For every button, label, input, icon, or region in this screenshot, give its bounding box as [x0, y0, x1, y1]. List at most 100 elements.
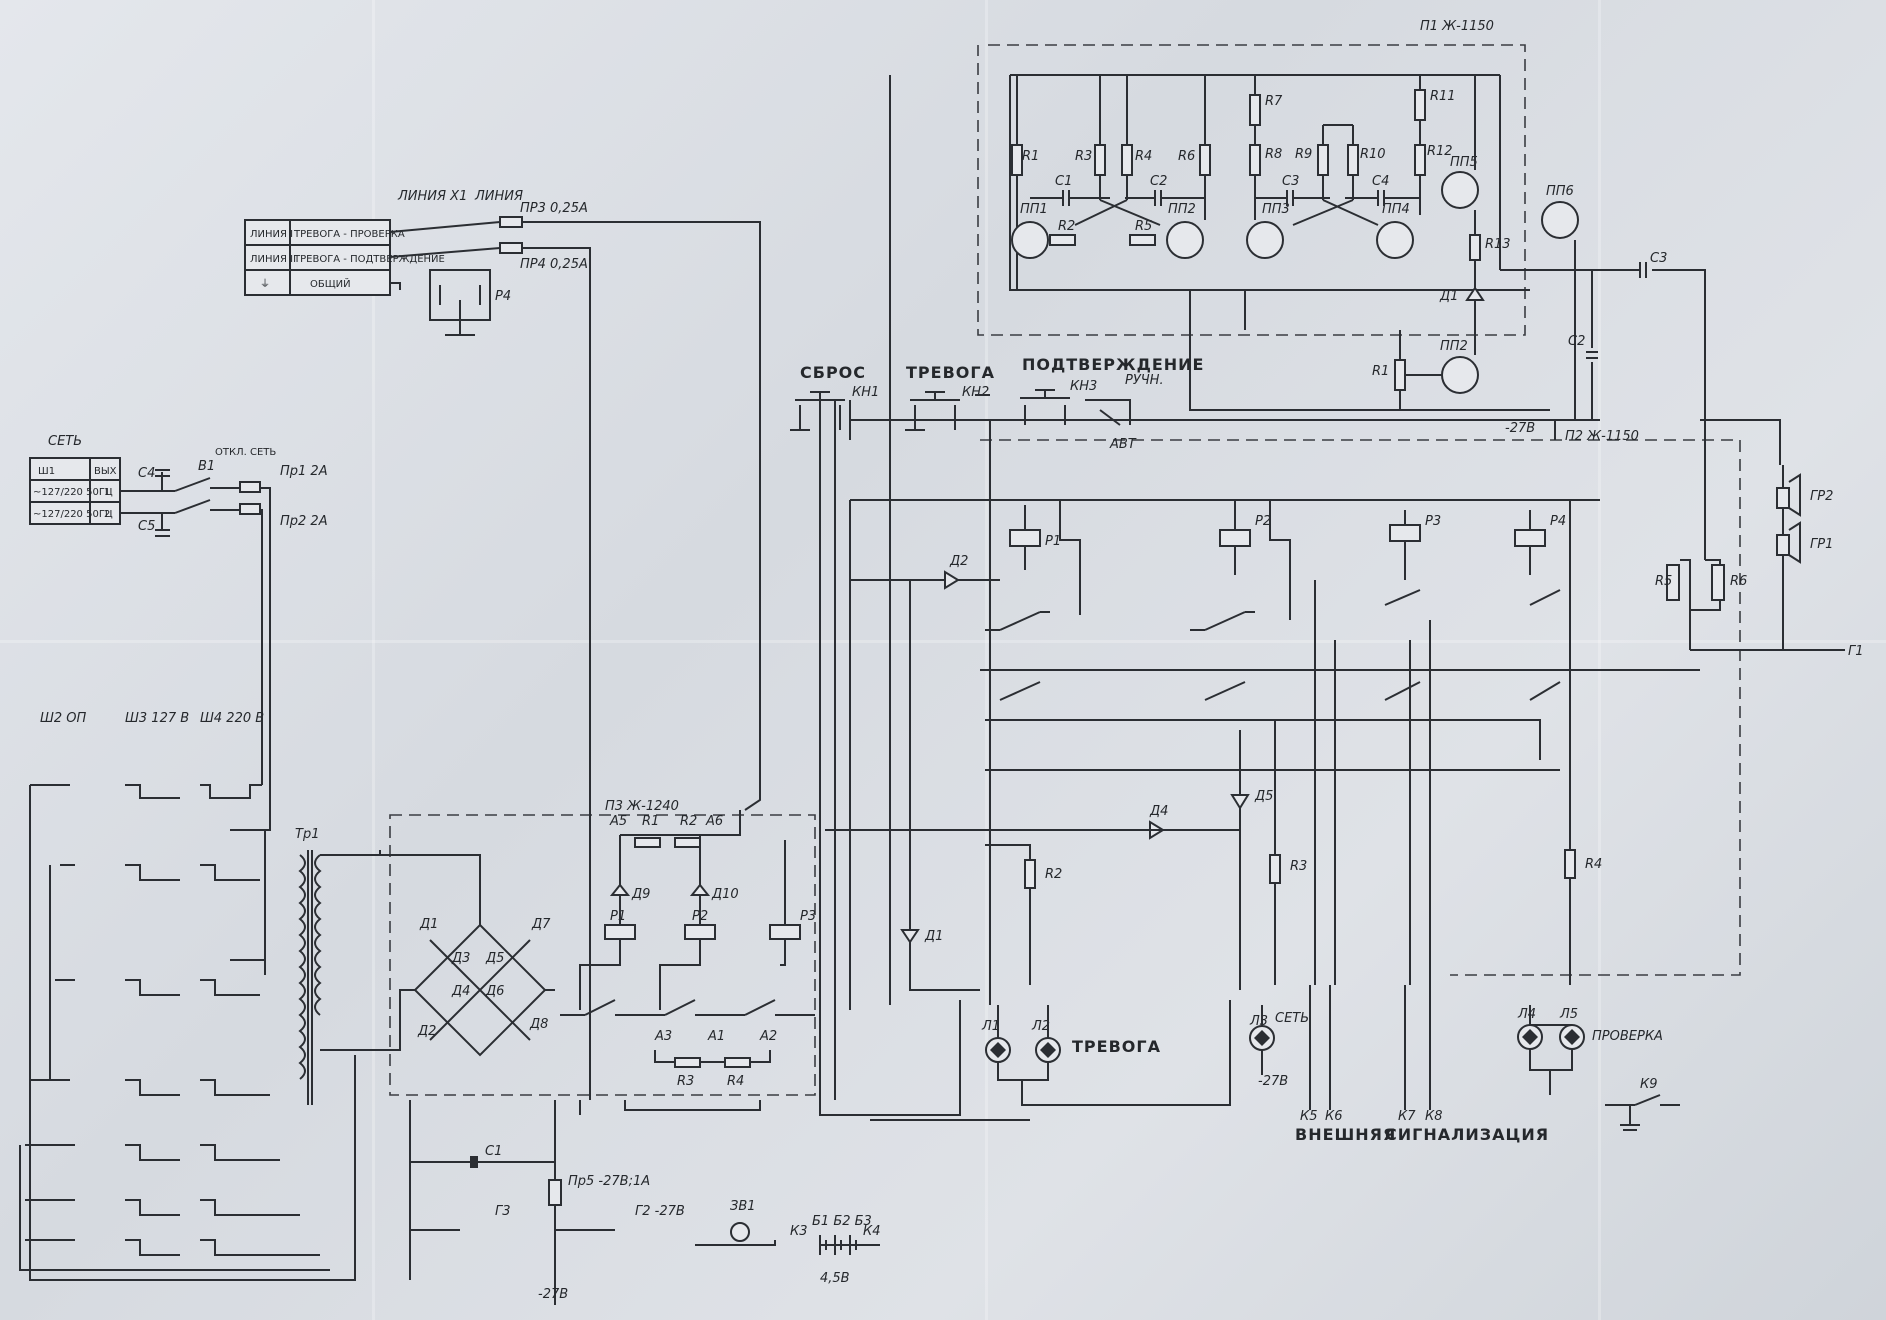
ext-k9-label: К9 [1640, 1077, 1658, 1092]
k3-label: К3 [790, 1224, 808, 1239]
p3-r2: R2 [680, 814, 697, 829]
p3-a3: А3 [654, 1029, 672, 1044]
p1-r12: R12 [1427, 144, 1453, 159]
p1-pot-label: R1 [1372, 364, 1389, 379]
button-kn3[interactable] [1020, 389, 1131, 426]
main-diode-d5 [1230, 794, 1250, 810]
p1-r5: R5 [1135, 219, 1152, 234]
button-manual-label: РУЧН. [1125, 373, 1164, 388]
p3-relay-p1 [604, 924, 636, 940]
lamp-l5-label: Л5 [1559, 1007, 1578, 1022]
mains-table-r2c0: ~127/220 50ГЦ [33, 509, 113, 520]
bridge-rectifier [380, 854, 555, 1057]
p1-pp5: ПП5 [1450, 155, 1478, 170]
main-r4-label: R4 [1585, 857, 1602, 872]
bridge-d6: Д6 [485, 984, 504, 999]
p1-pp6: ПП6 [1546, 184, 1574, 199]
p3-diode-d10 [689, 883, 711, 896]
paper-fold-vertical-1 [372, 0, 375, 1320]
button-reset-title: СБРОС [800, 363, 866, 382]
p1-r2: R2 [1058, 219, 1075, 234]
button-kn2[interactable] [905, 391, 960, 431]
button-kn1[interactable] [790, 391, 845, 431]
line-row2-desc: ТРЕВОГА - ПОДТВЕРЖДЕНИЕ [293, 254, 445, 265]
p1-r9: R9 [1295, 147, 1312, 162]
line-x1b-label: ЛИНИЯ [474, 189, 523, 204]
cap-c1 [470, 1156, 478, 1168]
fuse-2 [239, 503, 261, 515]
bridge-d8: Д8 [529, 1017, 548, 1032]
lamp-l4-label: Л4 [1517, 1007, 1536, 1022]
lamp-mains-title: СЕТЬ [1275, 1011, 1309, 1026]
battery-label: Б1 Б2 Б3 [812, 1214, 872, 1229]
button-auto-label: АВТ [1109, 437, 1137, 452]
lamp-alarm-title: ТРЕВОГА [1072, 1037, 1161, 1056]
switch-b1-label: В1 [198, 459, 215, 474]
relay-p3-label: Р3 [1425, 514, 1441, 529]
p1-r1: R1 [1022, 149, 1039, 164]
bridge-d5: Д5 [485, 951, 504, 966]
transformer-tr1 [298, 850, 381, 1105]
cap-c4-label: С4 [138, 466, 155, 481]
main-diode-d2 [944, 570, 960, 590]
line-row2-name: ЛИНИЯ II [250, 254, 296, 265]
fuse-5 [548, 1179, 562, 1206]
resistor-r5-label: R5 [1655, 574, 1672, 589]
p3-relay-p2 [684, 924, 716, 940]
lamp-test-title: ПРОВЕРКА [1592, 1029, 1663, 1044]
p1-r8: R8 [1265, 147, 1282, 162]
g2-label: Г2 -27В [635, 1204, 685, 1219]
ext-k8: К8 [1425, 1109, 1443, 1124]
lamp-l5 [1559, 1024, 1585, 1050]
p1-pp3: ПП3 [1262, 202, 1290, 217]
p1-c2: С2 [1150, 174, 1167, 189]
p3-p3-label: Р3 [800, 909, 816, 924]
p1-r10: R10 [1360, 147, 1386, 162]
paper-fold-vertical-2 [985, 0, 988, 1320]
g3-label: Г3 [495, 1204, 511, 1219]
module-p1-border [977, 44, 1526, 336]
cap-c2-label: С2 [1568, 334, 1585, 349]
fuse-1 [239, 481, 261, 493]
button-kn2-label: КН2 [962, 385, 989, 400]
fuse-4-label: ПР4 0,25А [520, 257, 588, 272]
cap-c3 [1639, 262, 1647, 278]
main-d4-label: Д4 [1149, 804, 1168, 819]
module-p3-border [389, 814, 816, 1096]
speaker-gr1-label: ГР1 [1810, 537, 1833, 552]
button-confirm-title: ПОДТВЕРЖДЕНИЕ [1022, 355, 1204, 374]
bridge-d7: Д7 [531, 917, 551, 932]
tap-wiring [19, 784, 356, 1281]
bridge-d3: Д3 [451, 951, 470, 966]
relay-r4-input-label: Р4 [495, 289, 511, 304]
p1-r4: R4 [1135, 149, 1152, 164]
ext-k9 [1605, 1094, 1680, 1131]
p1-c3: С3 [1282, 174, 1299, 189]
p1-capacitors [1030, 190, 1420, 226]
p3-r1: R1 [642, 814, 659, 829]
main-d2-label: Д2 [949, 554, 968, 569]
lamp-l1 [985, 1037, 1011, 1063]
lamp-l3 [1249, 1025, 1275, 1051]
resistor-r6-label: R6 [1730, 574, 1747, 589]
mains-table-r0c0: Ш1 [38, 466, 55, 477]
ext-k6: К6 [1325, 1109, 1343, 1124]
fuse-4 [499, 242, 523, 254]
lamp-l1-label: Л1 [981, 1019, 1000, 1034]
g1-label: Г1 [1848, 644, 1864, 659]
p3-resistor-r2 [674, 837, 701, 848]
speaker-gr1 [1776, 534, 1790, 556]
main-d5-label: Д5 [1254, 789, 1273, 804]
line-connector-table [244, 219, 391, 296]
bridge-d4: Д4 [451, 984, 470, 999]
p3-d9-label: Д9 [631, 887, 650, 902]
p1-v27-label: -27В [1505, 421, 1535, 436]
main-resistor-r3 [1269, 854, 1281, 884]
speaker-gr2 [1776, 487, 1790, 509]
fuse-5-label: Пр5 -27В;1А [568, 1174, 650, 1189]
cap-c5-label: С5 [138, 519, 155, 534]
switch-b1-positions: ОТКЛ. СЕТЬ [215, 447, 276, 458]
lamp-l4 [1517, 1024, 1543, 1050]
module-p1-title: П1 Ж-1150 [1420, 19, 1494, 34]
